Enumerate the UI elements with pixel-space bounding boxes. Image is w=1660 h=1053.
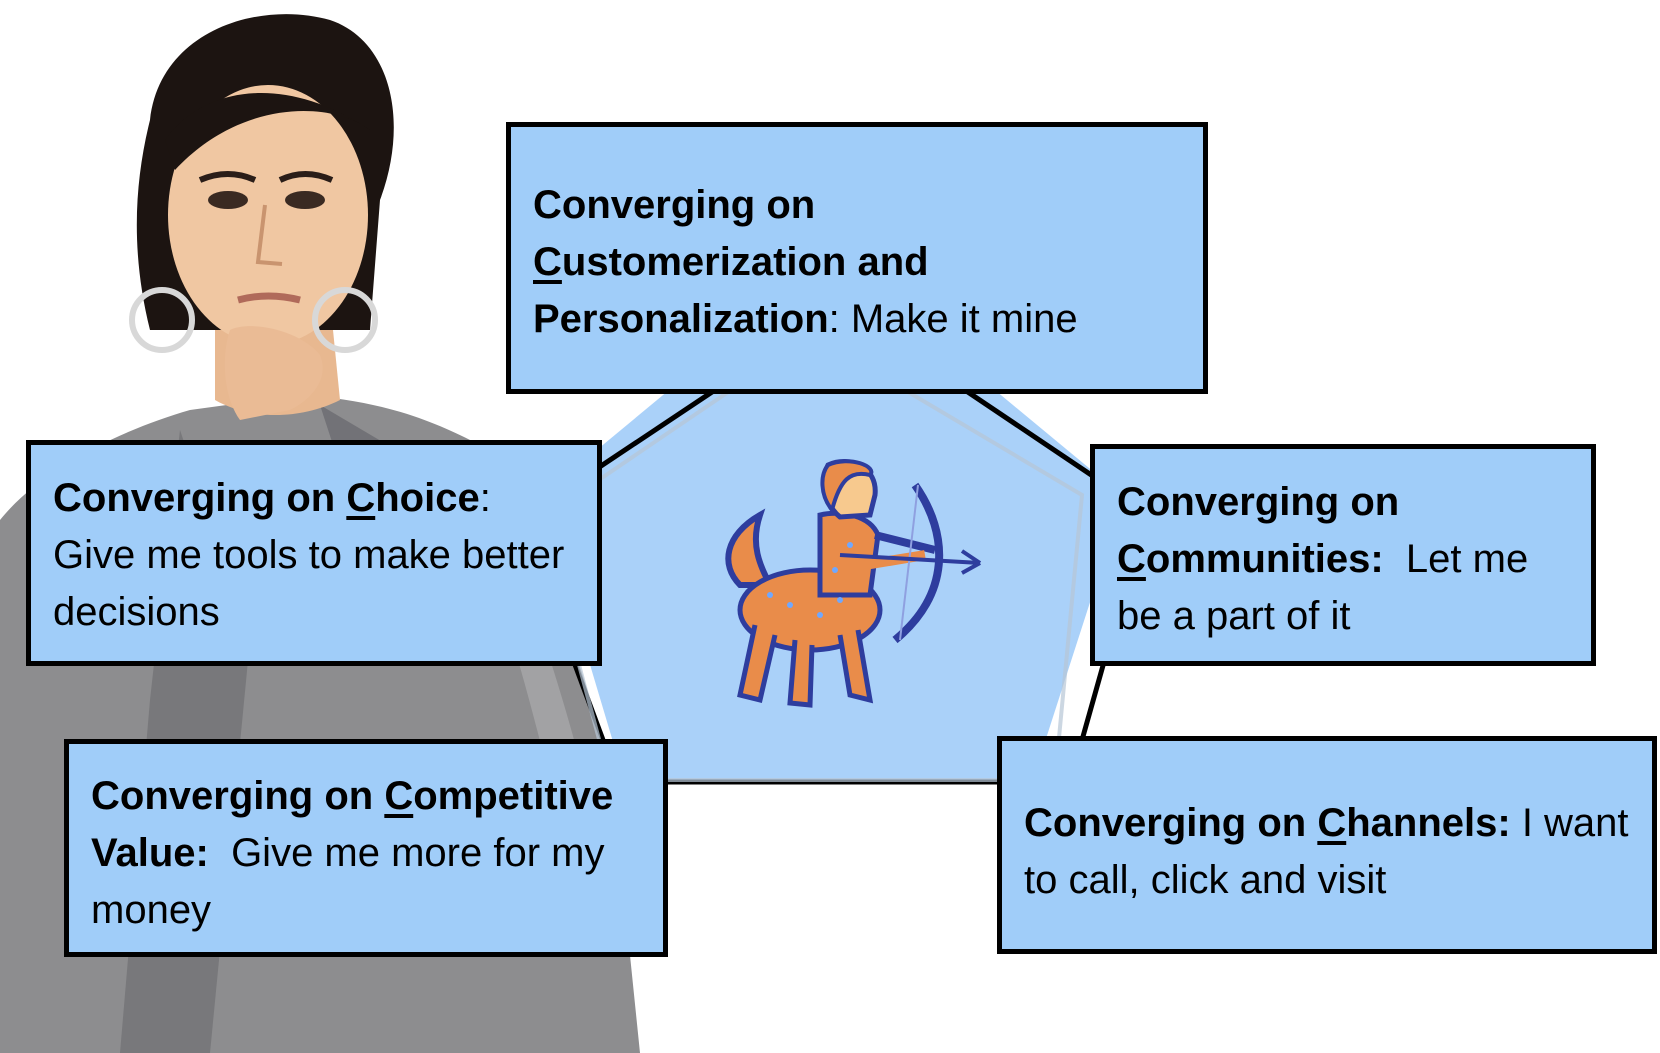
box-bottom-right-key-letter: C <box>1317 801 1347 845</box>
box-bottom-right-rest: I want to call, click and visit <box>1024 801 1629 902</box>
box-right-heading: Converging on <box>1117 480 1400 524</box>
box-top-key-letter: C <box>533 240 562 284</box>
left-brow <box>198 171 257 183</box>
box-top-key-rest: ustomerization and <box>561 240 929 284</box>
sagittarius-centaur-archer-icon <box>725 459 982 708</box>
box-right-rest: Let me be a part of it <box>1117 537 1540 638</box>
box-bottom-left-rest: Give me more for my money <box>91 831 616 932</box>
box-channels: Converging on Channels: I want to call, … <box>997 736 1657 954</box>
box-right-text: Converging on Communities: Let me be a p… <box>1117 474 1577 645</box>
right-earring <box>312 287 378 353</box>
box-right-key-letter: C <box>1117 537 1146 581</box>
hair-fringe <box>165 92 370 170</box>
box-top-rest: : Make it mine <box>828 297 1078 341</box>
box-bottom-left-key-letter: C <box>384 774 414 818</box>
box-left-key-rest: hoice <box>375 476 480 520</box>
box-communities: Converging on Communities: Let me be a p… <box>1090 444 1596 666</box>
box-choice: Converging on Choice: Give me tools to m… <box>26 440 602 666</box>
box-bottom-left-key-rest: ompetitive Value: <box>91 774 614 875</box>
box-left-text: Converging on Choice: Give me tools to m… <box>53 470 583 641</box>
box-bottom-left-text: Converging on Competitive Value: Give me… <box>91 768 649 939</box>
box-left-rest: : Give me tools to make better decisions <box>53 476 565 634</box>
box-left-heading: Converging on <box>53 476 347 520</box>
hand <box>224 326 323 420</box>
nose <box>255 204 283 266</box>
box-bottom-right-heading: Converging on <box>1024 801 1318 845</box>
left-eye <box>208 191 248 209</box>
box-top-heading: Converging on <box>533 183 816 227</box>
right-eye <box>285 191 325 209</box>
face <box>168 85 368 345</box>
mouth <box>237 292 301 304</box>
box-competitive-value: Converging on Competitive Value: Give me… <box>64 739 668 957</box>
box-top-bold-word: Personalization <box>533 297 829 341</box>
left-earring <box>129 287 195 353</box>
edge-right-bottom <box>1079 661 1107 741</box>
box-bottom-right-key-rest: hannels: <box>1346 801 1511 845</box>
right-brow <box>278 171 334 183</box>
box-left-key-letter: C <box>346 476 376 520</box>
edge-top-left <box>578 377 732 483</box>
box-customerization-personalization: Converging on Customerization and Person… <box>506 122 1208 394</box>
box-bottom-right-text: Converging on Channels: I want to call, … <box>1024 795 1638 909</box>
box-bottom-left-heading: Converging on <box>91 774 385 818</box>
box-top-text: Converging on Customerization and Person… <box>533 177 1189 348</box>
box-right-key-rest: ommunities: <box>1145 537 1384 581</box>
